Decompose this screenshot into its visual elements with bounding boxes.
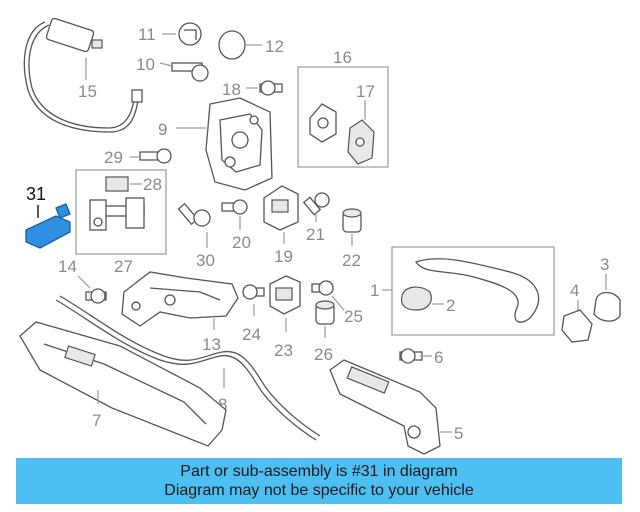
callout-10: 10	[136, 55, 155, 74]
callout-14: 14	[58, 257, 77, 276]
part-8-cable	[55, 295, 321, 441]
callout-29: 29	[104, 148, 123, 167]
part-17-cover	[347, 119, 375, 165]
banner-line-1: Part or sub-assembly is #31 in diagram	[180, 463, 458, 480]
callout-23: 23	[274, 341, 293, 360]
part-23-striker	[269, 275, 301, 315]
callout-5: 5	[454, 424, 463, 443]
part-27-box	[75, 169, 167, 255]
callout-21: 21	[306, 225, 325, 244]
callout-25: 25	[344, 307, 363, 326]
callout-9: 9	[158, 120, 167, 139]
part-13-bracket	[121, 271, 239, 327]
callout-31: 31	[26, 184, 46, 204]
part-27-check-link	[89, 197, 145, 231]
part-15-cable	[23, 17, 143, 133]
part-7-trim	[19, 321, 227, 447]
callout-2: 2	[446, 296, 455, 315]
callout-11: 11	[138, 25, 156, 44]
part-16-box	[297, 66, 389, 168]
part-11-clip	[178, 22, 202, 46]
callout-3: 3	[600, 255, 609, 274]
callout-22: 22	[342, 251, 361, 270]
callout-26: 26	[314, 345, 333, 364]
part-30-bolt	[177, 202, 211, 227]
part-18-bolt	[259, 80, 283, 96]
callout-13: 13	[202, 335, 221, 354]
banner-line-2: Diagram may not be specific to your vehi…	[164, 482, 474, 499]
part-14-bolt	[85, 288, 107, 304]
part-4-gasket	[561, 309, 593, 343]
part-9-latch	[205, 97, 273, 191]
part-21-bolt	[302, 192, 330, 216]
part-25-bolt	[311, 280, 334, 296]
part-5-handle-frame	[329, 359, 441, 455]
part-1-box	[391, 246, 555, 336]
leader-25	[331, 295, 345, 311]
leader-10	[159, 62, 173, 67]
callout-19: 19	[274, 247, 293, 266]
callout-16: 16	[333, 48, 352, 67]
part-3-cap	[593, 291, 621, 322]
part-1-outer-handle	[414, 258, 540, 323]
callout-7: 7	[92, 411, 101, 430]
callout-1: 1	[370, 281, 379, 300]
callout-4: 4	[570, 281, 579, 300]
part-info-banner: Part or sub-assembly is #31 in diagram D…	[16, 458, 622, 504]
callout-28: 28	[143, 175, 162, 194]
callout-20: 20	[232, 233, 251, 252]
callout-6: 6	[434, 348, 443, 367]
part-19-striker	[263, 185, 299, 231]
leader-14	[77, 275, 91, 289]
part-22-bushing	[342, 208, 362, 233]
callout-12: 12	[265, 37, 284, 56]
part-31-highlighted	[25, 203, 71, 249]
callout-18: 18	[222, 80, 241, 99]
part-2-handle-cover	[400, 286, 432, 311]
part-6-screw	[399, 348, 423, 364]
part-28-bushing	[105, 176, 129, 192]
part-26-bushing	[315, 300, 335, 325]
part-20-bolt	[221, 199, 248, 215]
callout-24: 24	[242, 325, 261, 344]
callout-8: 8	[218, 395, 227, 414]
part-29-bolt	[139, 148, 172, 164]
part-12-plug	[218, 30, 246, 60]
part-16-striker	[309, 103, 337, 143]
callout-27: 27	[114, 257, 133, 276]
callout-15: 15	[78, 82, 97, 101]
callout-17: 17	[356, 82, 375, 101]
part-24-bolt	[242, 284, 265, 300]
part-10-bolt	[171, 62, 209, 82]
callout-30: 30	[196, 251, 215, 270]
